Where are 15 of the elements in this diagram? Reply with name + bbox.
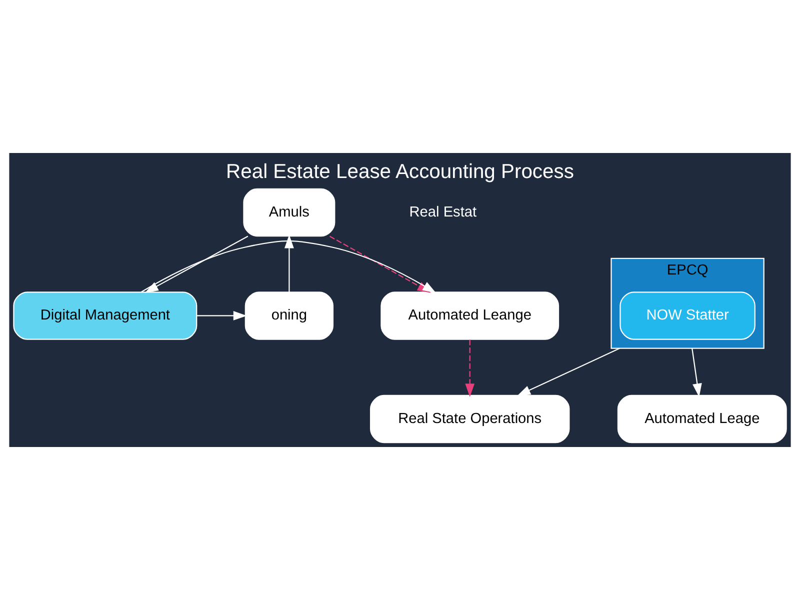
arrow <box>692 348 702 398</box>
node-box: oning <box>244 292 334 340</box>
label: Real Estat <box>409 204 477 220</box>
node-box: Digital Management <box>13 292 198 340</box>
arrow <box>465 340 475 398</box>
arrow <box>284 234 294 292</box>
diagram-title: Real Estate Lease Accounting Process <box>226 161 574 184</box>
node-box: Amuls <box>243 188 336 237</box>
arrow <box>517 348 620 396</box>
node-box: Automated Leage <box>617 394 787 444</box>
node-box: Real State Operations <box>370 394 570 444</box>
arrow <box>196 311 247 320</box>
arrow <box>144 236 248 293</box>
node-box: Automated Leange <box>380 292 560 340</box>
node-box: NOW Statter <box>620 292 756 340</box>
